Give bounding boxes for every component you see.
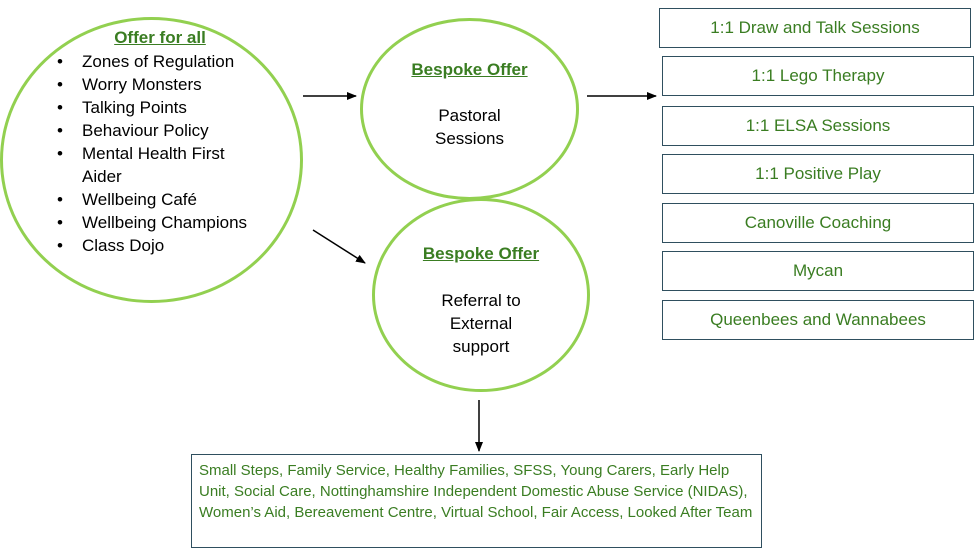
bespoke-referral-text: Referral to External support — [372, 289, 590, 358]
offer-item-text: Mental Health First Aider — [82, 144, 225, 186]
bespoke-referral-line: support — [452, 337, 510, 356]
bespoke-referral-circle — [372, 198, 590, 392]
bespoke-referral-line: Referral to — [441, 291, 521, 310]
offer-item-text: Class Dojo — [82, 236, 165, 255]
session-box-positive-play: 1:1 Positive Play — [662, 154, 974, 194]
bespoke-pastoral-text: Pastoral Sessions — [360, 104, 579, 150]
offer-for-all-list: •Zones of Regulation •Worry Monsters •Ta… — [57, 50, 262, 257]
bespoke-pastoral-title: Bespoke Offer — [411, 60, 528, 79]
offer-item: •Worry Monsters — [57, 75, 202, 94]
offer-item-text: Wellbeing Café — [82, 190, 197, 209]
bespoke-pastoral-line: Sessions — [435, 129, 504, 148]
offer-item-text: Behaviour Policy — [82, 121, 209, 140]
external-support-box: Small Steps, Family Service, Healthy Fam… — [191, 454, 762, 548]
offer-for-all-title: Offer for all — [114, 28, 206, 47]
session-box-elsa: 1:1 ELSA Sessions — [662, 106, 974, 146]
offer-item-text: Wellbeing Champions — [82, 213, 248, 232]
bespoke-referral-line: External — [449, 314, 513, 333]
offer-item-text: Talking Points — [82, 98, 187, 117]
session-box-lego-therapy: 1:1 Lego Therapy — [662, 56, 974, 96]
session-box-draw-and-talk: 1:1 Draw and Talk Sessions — [659, 8, 971, 48]
offer-item: •Wellbeing Champions — [57, 213, 248, 232]
session-box-canoville: Canoville Coaching — [662, 203, 974, 243]
offer-item: •Class Dojo — [57, 236, 165, 255]
offer-item-text: Zones of Regulation — [82, 52, 235, 71]
offer-item: •Zones of Regulation — [57, 52, 235, 71]
bespoke-pastoral-circle — [360, 18, 579, 200]
offer-item: •Wellbeing Café — [57, 190, 197, 209]
offer-item: •Behaviour Policy — [57, 121, 209, 140]
offer-item-text: Worry Monsters — [82, 75, 202, 94]
bespoke-referral-title: Bespoke Offer — [422, 244, 540, 263]
offer-item: •Mental Health First Aider — [57, 144, 225, 186]
session-box-mycan: Mycan — [662, 251, 974, 291]
offer-for-all-circle — [0, 17, 303, 303]
session-box-queenbees: Queenbees and Wannabees — [662, 300, 974, 340]
arrow-offer-to-referral — [312, 229, 366, 264]
bespoke-pastoral-line: Pastoral — [438, 106, 501, 125]
offer-item: •Talking Points — [57, 98, 187, 117]
